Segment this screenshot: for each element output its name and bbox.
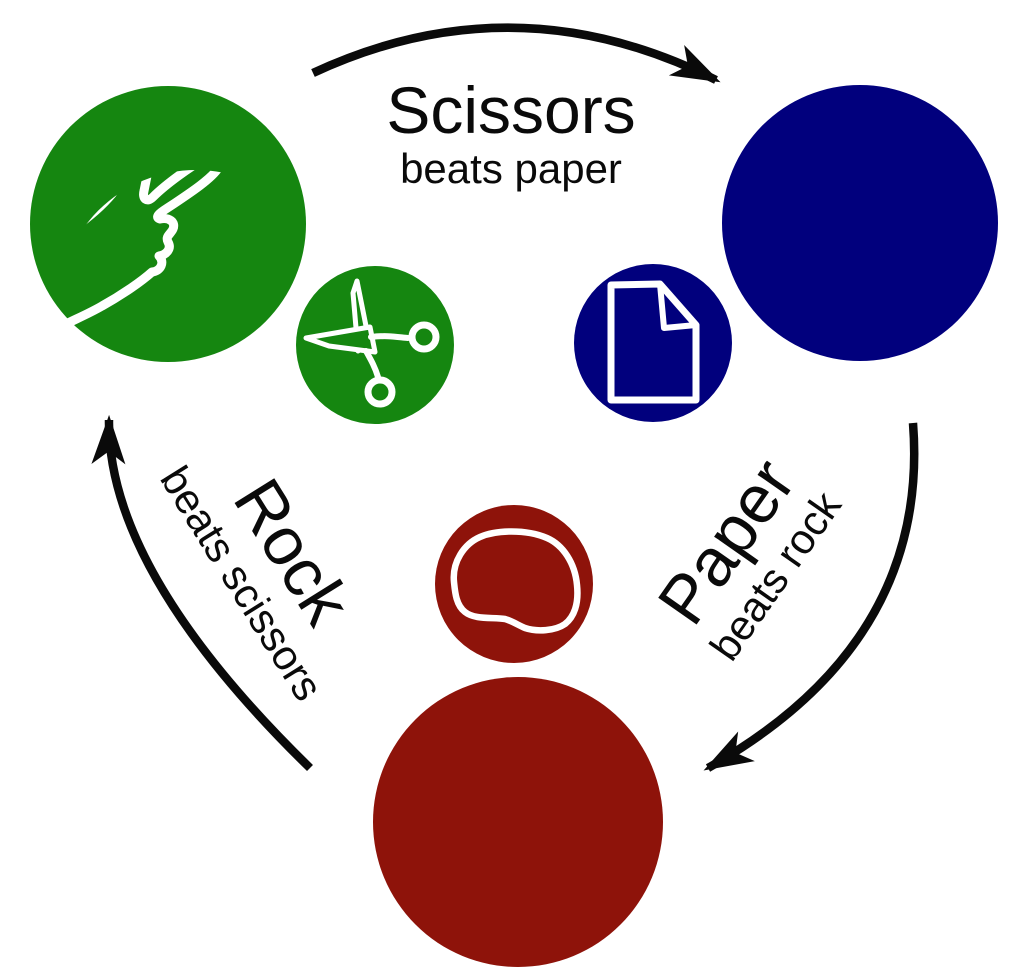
rock-fist-node: [373, 677, 663, 967]
arrow-paper-to-rock: [703, 422, 919, 772]
rule-phrase-beats-paper: beats paper: [400, 145, 622, 192]
scissors-tool-icon: [303, 278, 440, 408]
rock-stone-icon: [450, 528, 581, 634]
paper-sheet-icon: [607, 280, 700, 404]
arrow-scissors-to-paper: [311, 23, 721, 84]
scissors-hand-icon: [58, 170, 226, 329]
label-scissors-beats-paper: Scissors beats paper: [386, 75, 635, 193]
rock-circle: [373, 677, 663, 967]
paper-circle: [722, 85, 998, 361]
scissors-hand-node: [30, 86, 306, 362]
scissors-tool-badge: [296, 266, 454, 424]
arrow-rock-to-scissors: [91, 414, 313, 772]
rock-stone-badge: [435, 505, 593, 663]
rule-winner-scissors: Scissors: [386, 73, 636, 147]
paper-sheet-badge: [574, 264, 732, 422]
paper-hand-node: [722, 85, 998, 361]
